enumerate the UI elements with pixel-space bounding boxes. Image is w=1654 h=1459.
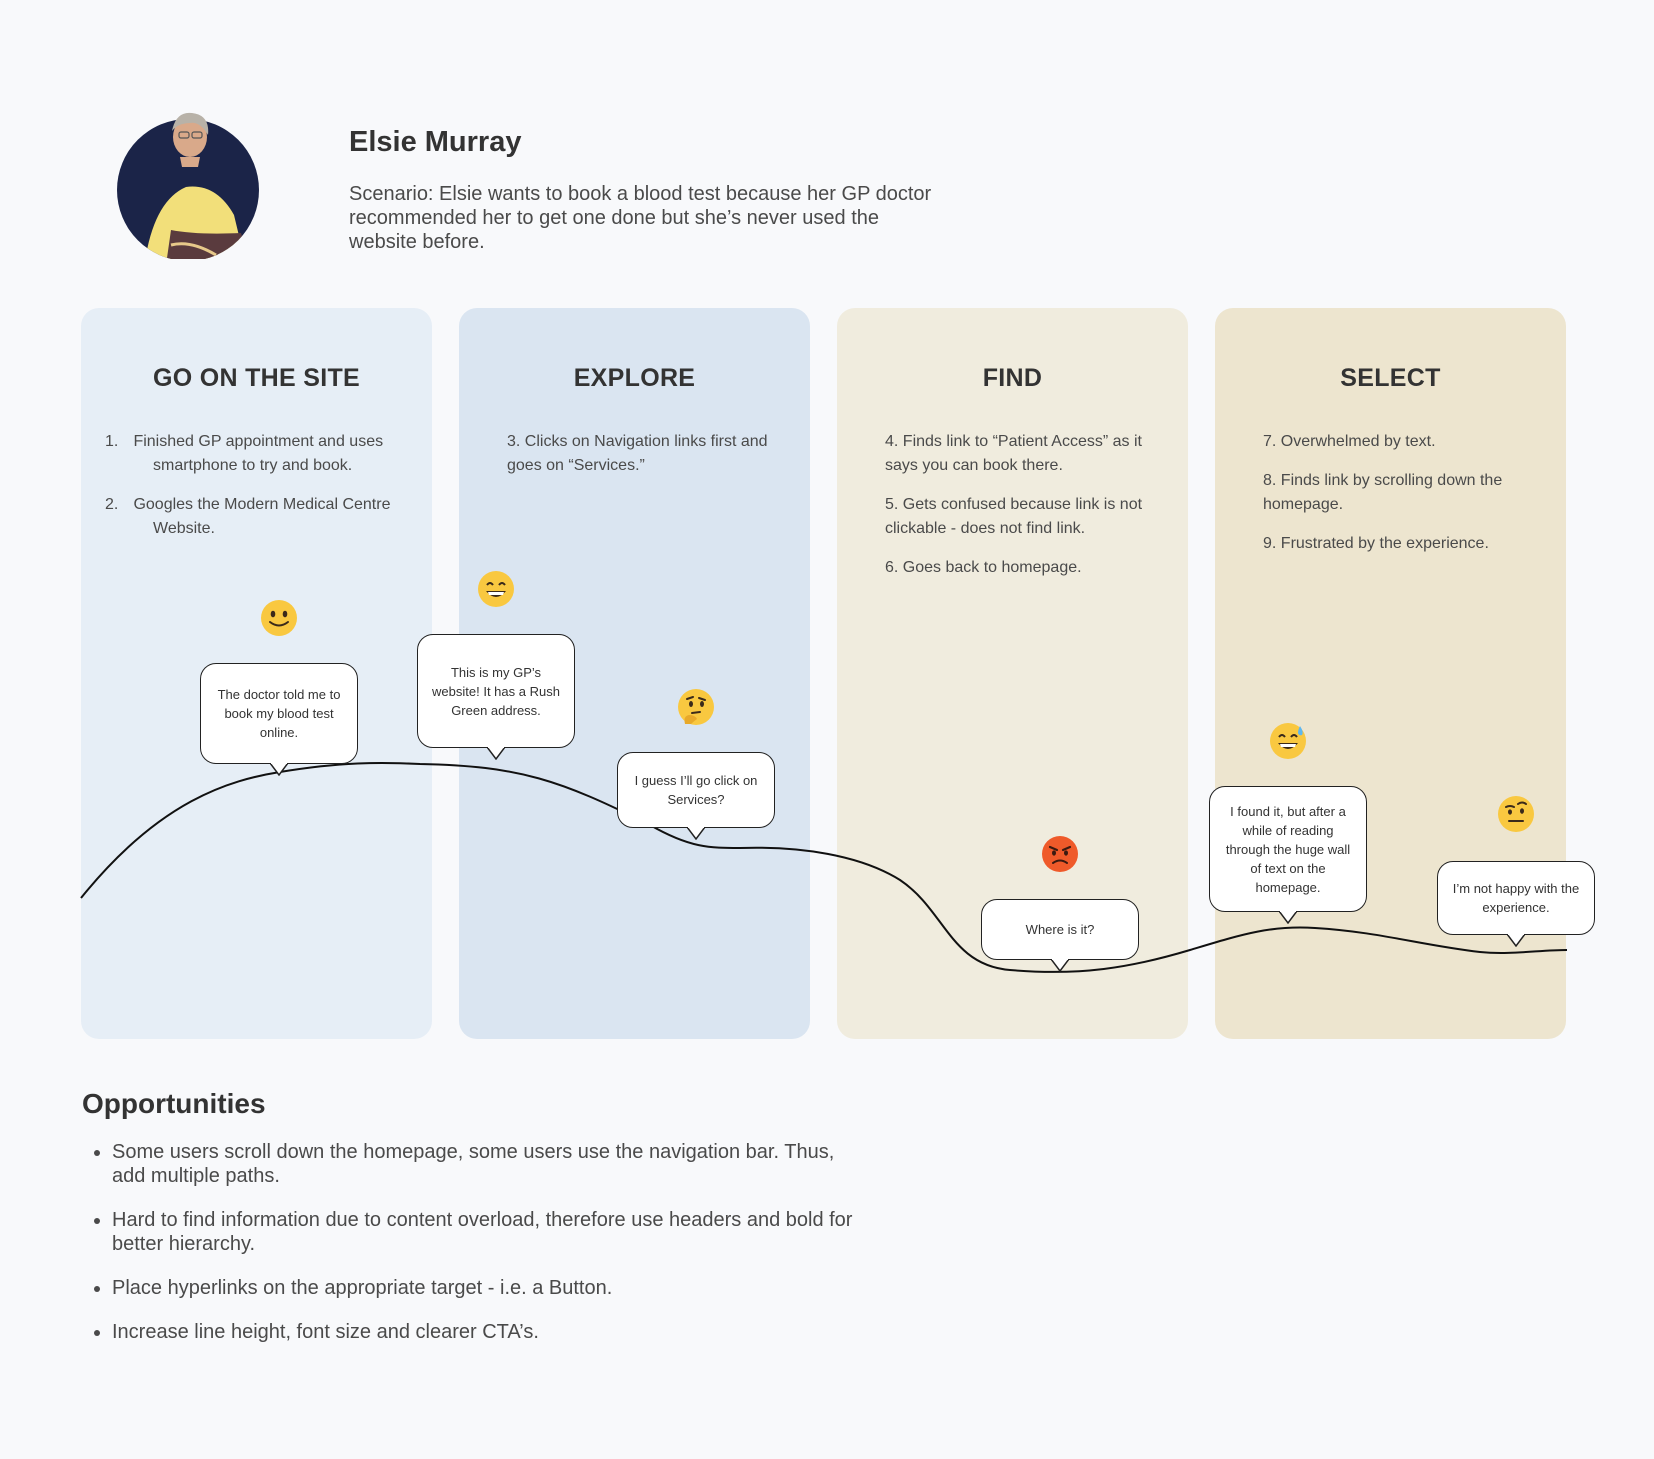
stage-steps: 1. Finished GP appointment and uses smar… — [105, 430, 402, 556]
step-item: 9. Frustrated by the experience. — [1263, 535, 1489, 552]
step-item: 5. Gets confused because link is not cli… — [885, 496, 1143, 537]
stage-title: FIND — [982, 364, 1043, 392]
quote-bubble: The doctor told me to book my blood test… — [200, 663, 358, 776]
stage-title: SELECT — [1340, 364, 1441, 392]
quote-bubble: This is my GP’s website! It has a Rush G… — [417, 634, 575, 760]
step-item: 6. Goes back to homepage. — [885, 559, 1082, 576]
step-item: 2. Googles the Modern Medical Centre Web… — [105, 496, 391, 537]
opportunity-item: Place hyperlinks on the appropriate targ… — [112, 1276, 872, 1300]
step-item: 1. Finished GP appointment and uses smar… — [105, 433, 384, 474]
thinking-face-icon — [677, 688, 715, 726]
stage-title: EXPLORE — [573, 364, 696, 392]
quote-bubble: I guess I’ll go click on Services? — [617, 752, 775, 840]
opportunities-title: Opportunities — [82, 1088, 266, 1119]
stage-title: GO ON THE SITE — [153, 364, 360, 392]
opportunities-list: Some users scroll down the homepage, som… — [82, 1140, 872, 1364]
persona-scenario: Scenario: Elsie wants to book a blood te… — [349, 183, 932, 253]
stage-steps: 7. Overwhelmed by text. 8. Finds link by… — [1263, 430, 1536, 571]
grinning-sweat-face-icon — [1269, 722, 1307, 760]
persona-avatar — [116, 105, 260, 261]
opportunity-item: Some users scroll down the homepage, som… — [112, 1140, 872, 1188]
slightly-smiling-face-icon — [260, 599, 298, 637]
quote-bubble: Where is it? — [981, 899, 1139, 972]
step-item: 3. Clicks on Navigation links first and … — [507, 433, 768, 474]
step-item: 8. Finds link by scrolling down the home… — [1263, 472, 1503, 513]
step-item: 4. Finds link to “Patient Access” as it … — [885, 433, 1142, 474]
persona-name: Elsie Murray — [349, 126, 522, 158]
quote-bubble: I found it, but after a while of reading… — [1209, 786, 1367, 924]
angry-face-icon — [1041, 835, 1079, 873]
stage-steps: 4. Finds link to “Patient Access” as it … — [885, 430, 1158, 595]
quote-bubble: I’m not happy with the experience. — [1437, 861, 1595, 947]
opportunity-item: Increase line height, font size and clea… — [112, 1320, 872, 1344]
stage-steps: 3. Clicks on Navigation links first and … — [507, 430, 780, 493]
raised-eyebrow-face-icon — [1497, 795, 1535, 833]
grinning-face-icon — [477, 570, 515, 608]
opportunity-item: Hard to find information due to content … — [112, 1208, 872, 1256]
step-item: 7. Overwhelmed by text. — [1263, 433, 1436, 450]
